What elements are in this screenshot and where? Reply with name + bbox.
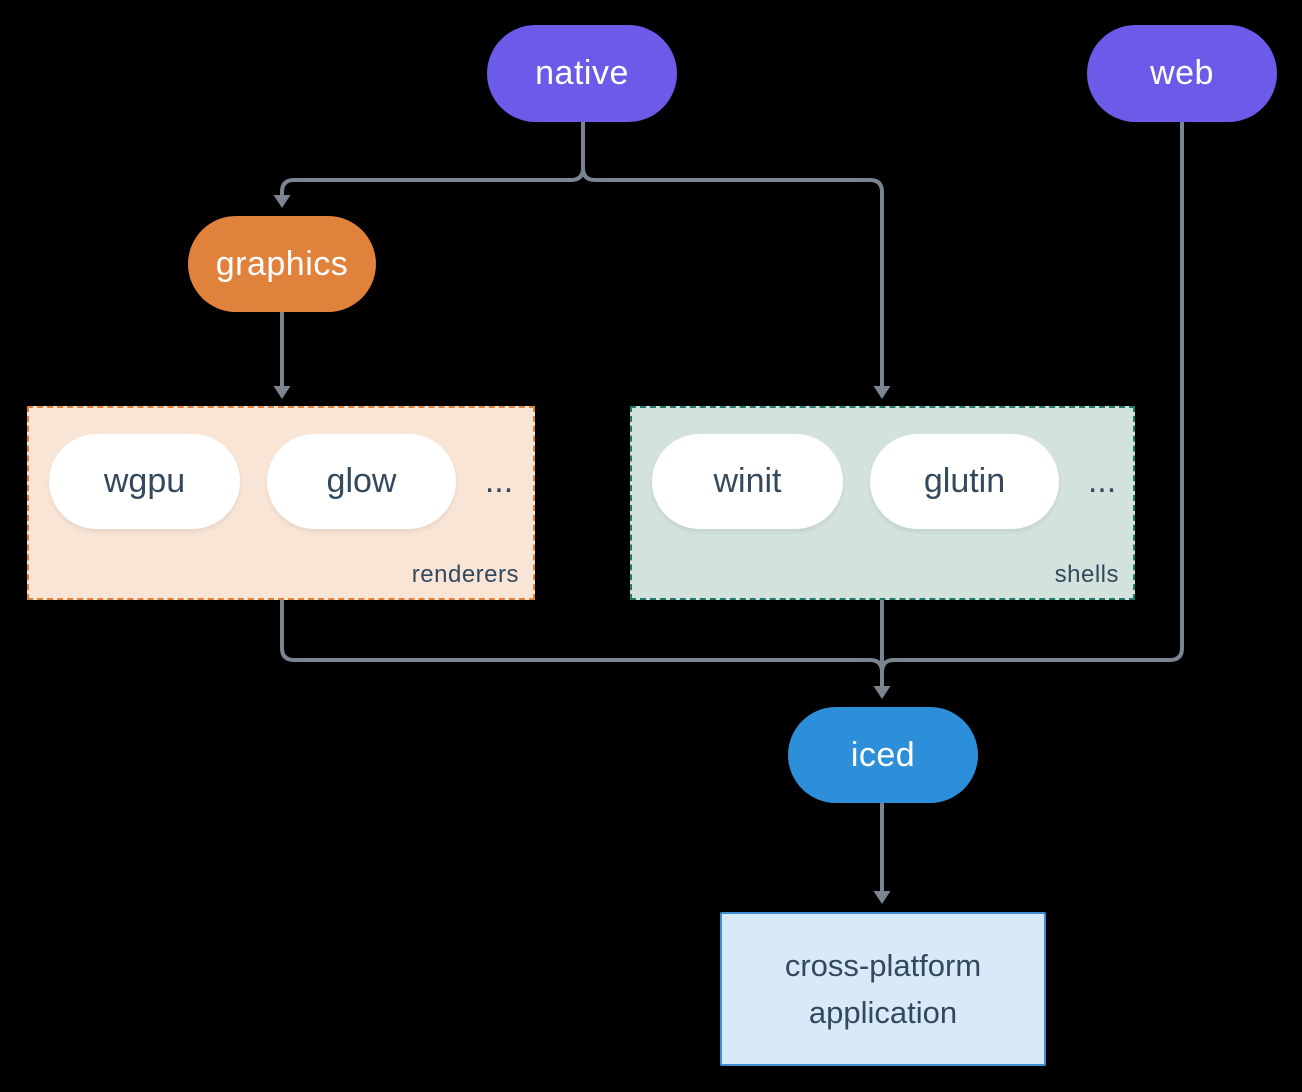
node-native: native — [487, 25, 677, 122]
edge-renderers-merge — [280, 600, 884, 673]
edge-native-graphics — [280, 122, 585, 195]
renderers-group-label: renderers — [411, 561, 519, 588]
arrowhead-to-app — [873, 891, 891, 904]
node-winit: winit — [652, 434, 843, 529]
renderers-ellipsis: ... — [484, 462, 514, 500]
node-glutin: glutin — [870, 434, 1059, 529]
edge-native-shells — [581, 122, 884, 386]
arrowhead-to-renderers — [273, 386, 291, 399]
node-graphics: graphics — [188, 216, 376, 312]
node-glow: glow — [267, 434, 456, 529]
shells-ellipsis: ... — [1087, 462, 1117, 500]
node-web: web — [1087, 25, 1277, 122]
arrowhead-to-shells — [873, 386, 891, 399]
group-shells: winit glutin ... shells — [630, 406, 1135, 600]
node-cross-platform-application: cross-platform application — [720, 912, 1046, 1066]
arrowhead-to-iced — [873, 686, 891, 699]
arrowhead-to-graphics — [273, 195, 291, 208]
node-wgpu: wgpu — [49, 434, 240, 529]
shells-group-label: shells — [1054, 561, 1119, 588]
app-box-line2: application — [808, 995, 958, 1030]
group-renderers: wgpu glow ... renderers — [27, 406, 535, 600]
node-iced: iced — [788, 707, 978, 803]
app-box-line1: cross-platform — [784, 948, 982, 983]
